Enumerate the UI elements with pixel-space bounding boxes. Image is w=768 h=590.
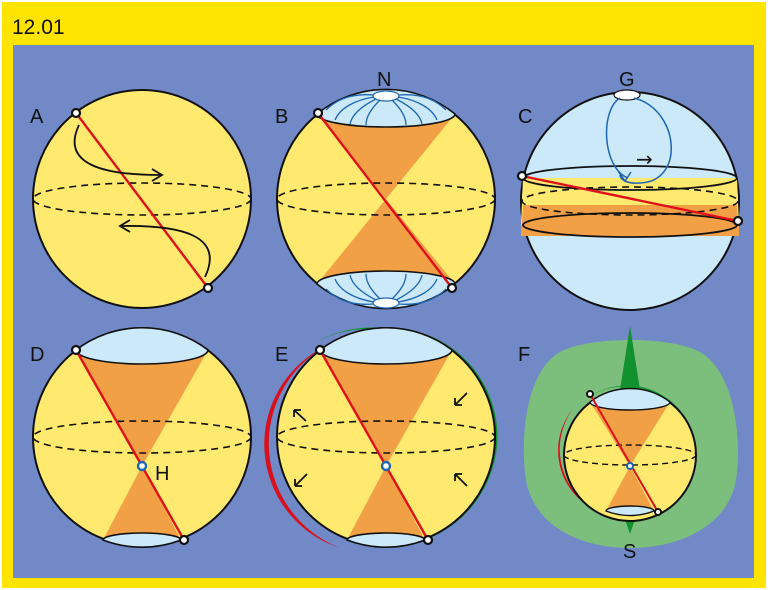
arrow-e-right-lower	[454, 473, 468, 487]
event-point-b-bottom	[446, 282, 458, 294]
panel-c-label: C	[518, 106, 532, 128]
point-h-label: H	[155, 463, 169, 485]
swirls-b-north	[325, 94, 447, 126]
event-point-f-top	[586, 390, 594, 398]
panel-d-label: D	[30, 344, 44, 366]
arrow-e-left-upper	[293, 409, 307, 422]
arrowhead-a-lower	[118, 219, 131, 233]
polar-cap-f-north	[589, 387, 671, 411]
panel-a-label: A	[30, 106, 44, 128]
world-line-f	[589, 393, 659, 513]
world-line-b	[317, 112, 453, 289]
polar-cap-b-north	[316, 88, 456, 128]
polar-cap-f-south	[605, 505, 655, 517]
pole-label-n: N	[377, 69, 391, 91]
panel-f: F S	[518, 326, 738, 563]
polar-cap-e-south	[346, 532, 426, 549]
panel-c: → C G	[516, 69, 744, 311]
panel-a: A	[30, 89, 252, 309]
arrow-e-left-lower	[294, 473, 308, 487]
equator-a	[32, 182, 252, 216]
arrowhead-a-upper	[151, 168, 164, 182]
curved-arrow-a-upper	[73, 124, 161, 176]
panel-d: D H	[30, 327, 252, 549]
rotation-arrow-c: →	[636, 147, 653, 171]
point-h-f	[626, 462, 634, 470]
light-cone-d-lower	[103, 466, 181, 540]
event-point-c-left	[516, 170, 528, 182]
equator-c	[521, 186, 739, 216]
world-line-a	[75, 112, 209, 289]
light-cone-e-lower	[347, 466, 425, 540]
equator-d	[32, 420, 252, 454]
event-point-a-bottom	[202, 282, 214, 294]
arrow-e-right-upper	[454, 392, 468, 406]
event-point-b-top	[312, 107, 324, 119]
loop-c-left	[605, 97, 629, 179]
light-cone-b-upper	[317, 114, 455, 199]
equator-f	[563, 444, 697, 466]
event-point-a-top	[70, 107, 82, 119]
pole-b-north	[372, 90, 400, 102]
pole-c	[613, 89, 641, 101]
event-point-d-bottom	[178, 534, 190, 546]
polar-cap-e-north	[319, 327, 453, 365]
world-line-d	[74, 349, 186, 541]
polar-cap-d-south	[102, 532, 182, 549]
polar-cap-d-north	[75, 327, 209, 365]
panel-e: E	[264, 327, 498, 549]
event-point-f-bottom	[654, 508, 662, 516]
pole-b-south	[372, 297, 400, 309]
equator-b	[276, 182, 496, 216]
spike-f-north	[620, 326, 640, 390]
light-cone-d-upper	[76, 350, 208, 466]
point-h	[136, 460, 148, 472]
panel-e-label: E	[275, 344, 288, 366]
panel-b: B N	[275, 69, 496, 310]
point-h-e	[380, 460, 392, 472]
light-cone-f-lower	[606, 466, 654, 511]
panel-b-label: B	[275, 106, 288, 128]
world-line-c	[521, 174, 739, 223]
loop-arrowhead-c	[617, 170, 632, 183]
pole-label-s: S	[623, 541, 636, 563]
swirls-b-south	[325, 273, 447, 305]
light-cone-e-upper	[320, 350, 452, 466]
event-point-d-top	[70, 344, 82, 356]
light-cone-f-upper	[590, 402, 670, 466]
pole-label-g: G	[619, 69, 635, 91]
world-line-e	[318, 349, 430, 541]
event-point-e-bottom	[422, 534, 434, 546]
inward-arrows-e	[293, 392, 468, 487]
event-point-e-top	[314, 344, 326, 356]
event-point-c-right	[732, 215, 744, 227]
panel-f-label: F	[518, 344, 530, 366]
equator-e	[276, 420, 496, 454]
light-cone-b-lower	[317, 199, 455, 284]
figure-number: 12.01	[12, 16, 65, 39]
curved-arrow-a-lower	[121, 225, 211, 278]
